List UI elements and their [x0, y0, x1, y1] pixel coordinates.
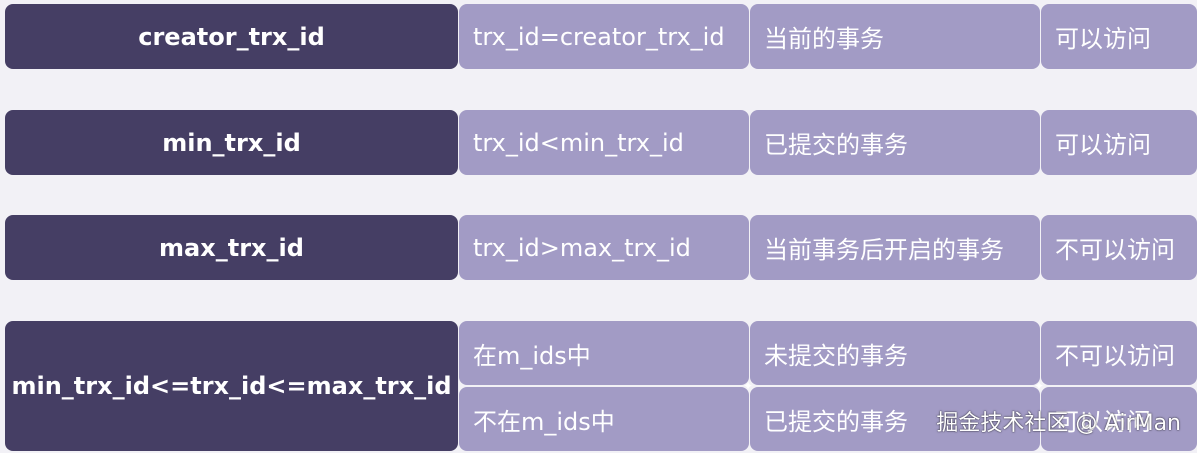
transaction-cell: 已提交的事务 [750, 387, 1040, 451]
expression-cell: trx_id=creator_trx_id [459, 4, 749, 69]
access-cell: 可以访问 [1041, 110, 1197, 175]
transaction-cell: 当前的事务 [750, 4, 1040, 69]
expression-cell: 不在m_ids中 [459, 387, 749, 451]
transaction-text: 当前的事务 [764, 25, 884, 53]
condition-label: min_trx_id<=trx_id<=max_trx_id [11, 372, 452, 400]
expression-text: 在m_ids中 [473, 341, 591, 370]
expression-cell: trx_id<min_trx_id [459, 110, 749, 175]
access-text: 不可以访问 [1055, 341, 1175, 370]
transaction-cell: 已提交的事务 [750, 110, 1040, 175]
condition-label: max_trx_id [159, 233, 304, 262]
sparkle-icon: ✦ [743, 379, 754, 393]
transaction-text: 已提交的事务 [764, 407, 908, 436]
transaction-text: 当前事务后开启的事务 [764, 236, 1004, 264]
condition-max-trx-id: max_trx_id [5, 215, 458, 280]
sparkle-icon: ✦ [1034, 379, 1045, 393]
transaction-cell: 当前事务后开启的事务 [750, 215, 1040, 280]
watermark: 掘金技术社区 @ AirMan [936, 411, 1181, 436]
expression-text: trx_id<min_trx_id [473, 128, 684, 157]
access-cell: 可以访问 [1041, 4, 1197, 69]
access-cell: 可以访问 [1041, 387, 1197, 451]
expression-text: trx_id>max_trx_id [473, 233, 691, 262]
access-text: 可以访问 [1055, 131, 1151, 159]
condition-min-trx-id: min_trx_id [5, 110, 458, 175]
condition-range: min_trx_id<=trx_id<=max_trx_id [5, 321, 458, 451]
condition-creator-trx-id: creator_trx_id [5, 4, 458, 69]
expression-cell: 在m_ids中 [459, 321, 749, 385]
expression-text: 不在m_ids中 [473, 407, 615, 436]
access-cell: 不可以访问 [1041, 321, 1197, 385]
access-text: 可以访问 [1055, 25, 1151, 53]
access-text: 可以访问 [1055, 407, 1151, 436]
access-cell: 不可以访问 [1041, 215, 1197, 280]
condition-label: creator_trx_id [138, 22, 325, 51]
expression-cell: trx_id>max_trx_id [459, 215, 749, 280]
access-text: 不可以访问 [1055, 236, 1175, 264]
expression-text: trx_id=creator_trx_id [473, 22, 725, 51]
condition-label: min_trx_id [162, 128, 301, 157]
transaction-text: 已提交的事务 [764, 131, 908, 159]
transaction-text: 未提交的事务 [764, 341, 908, 370]
transaction-cell: 未提交的事务 [750, 321, 1040, 385]
